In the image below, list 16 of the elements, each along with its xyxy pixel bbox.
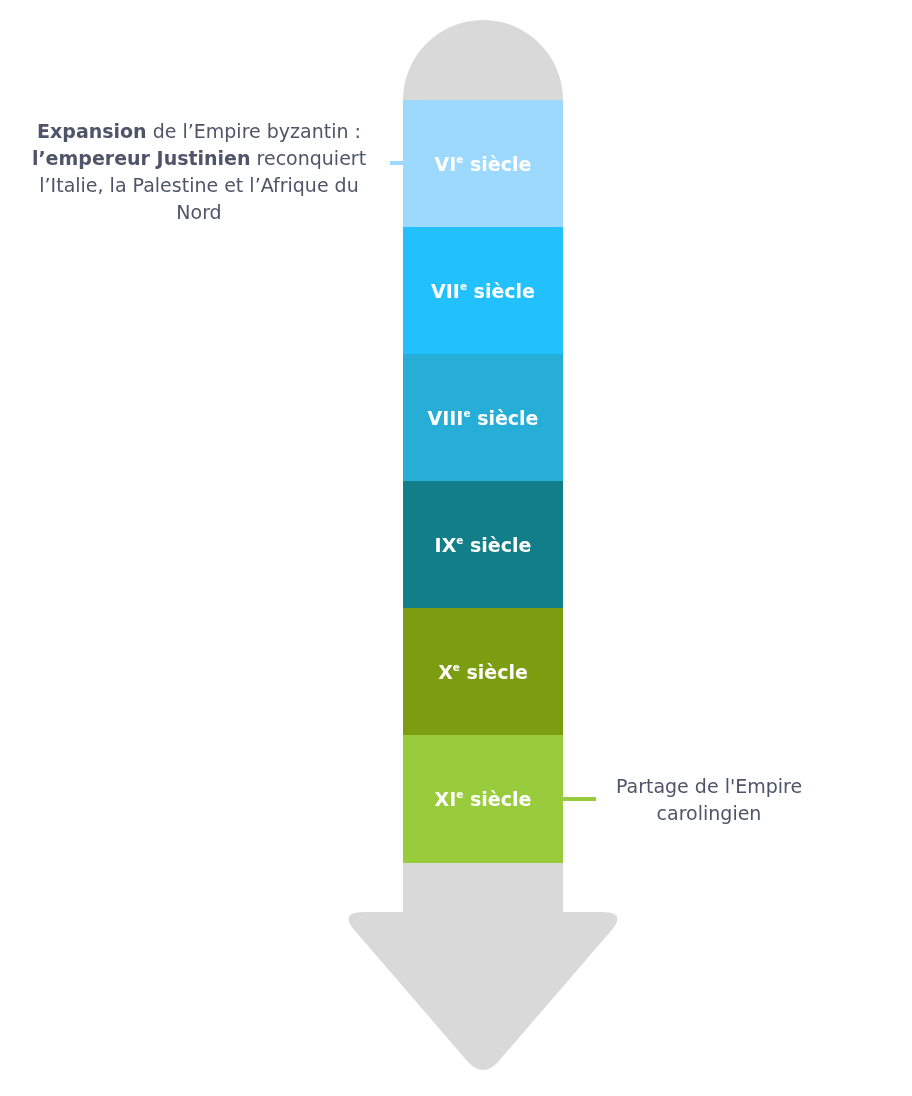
century-segment: [403, 481, 563, 608]
connector-line: [390, 161, 403, 165]
century-segment: [403, 735, 563, 863]
century-label: XI$^{e}$ siècle: [434, 788, 532, 810]
century-label: X$^{e}$ siècle: [438, 660, 528, 683]
century-segment: [403, 608, 563, 735]
century-label: IX$^{e}$ siècle: [434, 533, 532, 556]
event-note: Partage de l'Empire carolingien: [614, 774, 804, 826]
century-segment: [403, 354, 563, 481]
century-segment: [403, 100, 563, 227]
century-label: VII$^{e}$ siècle: [431, 279, 535, 302]
century-label: VIII$^{e}$ siècle: [427, 406, 539, 429]
connector-line: [563, 797, 596, 801]
century-segment: [403, 227, 563, 354]
event-note: Expansion de l’Empire byzantin : l’empereur Justinien reconquiert l’Italie, la Palestine et l’Afrique du Nord: [30, 119, 368, 225]
century-label: VI$^{e}$ siècle: [434, 152, 532, 175]
